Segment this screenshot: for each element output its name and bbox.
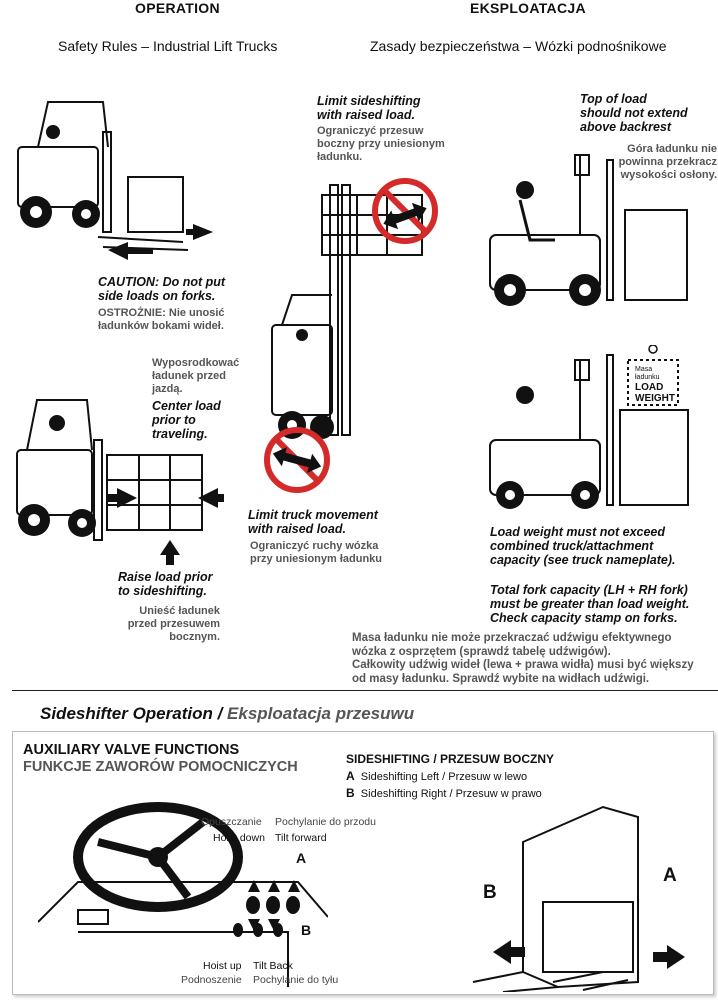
hoist-down-pl-label: Opuszczanie (201, 816, 262, 828)
sideshift-item-a: A Sideshifting Left / Przesuw w lewo (346, 769, 527, 783)
load-weight-pl-line-4: od masy ładunku. Sprawdź wybite na widła… (352, 672, 650, 685)
load-weight-line-3: capacity (see truck nameplate). (490, 553, 676, 567)
prohibit-truck-movement-icon (264, 427, 330, 493)
sideshifter-title-en: Sideshifter Operation (40, 704, 213, 723)
fork-capacity-line-3: Check capacity stamp on forks. (490, 611, 678, 625)
aux-title-en: AUXILIARY VALVE FUNCTIONS (23, 742, 240, 758)
sideshift-item-a-text: Sideshifting Left / Przesuw w lewo (360, 771, 528, 783)
center-load-line-3: traveling. (152, 427, 208, 441)
load-weight-pl-line-3: Całkowity udźwig wideł (lewa + prawa wid… (352, 659, 694, 671)
limit-sideshifting-heading: Limit sideshifting with raised load. (317, 94, 420, 122)
center-load-line-1: Center load (152, 399, 221, 413)
top-of-load-line-2: should not extend (580, 106, 688, 120)
limit-movement-pl-1: Ograniczyć ruchy wózka (250, 540, 379, 552)
limit-movement-line-1: Limit truck movement (248, 508, 378, 522)
side-loads-pl-line-1: OSTROŻNIE: Nie unosić (98, 307, 225, 319)
load-weight-line-1: Load weight must not exceed (490, 525, 666, 539)
prohibit-sideshift-icon (372, 178, 438, 244)
auxiliary-valve-panel: AUXILIARY VALVE FUNCTIONS FUNKCJE ZAWORÓ… (12, 731, 714, 995)
center-load-line-2: prior to (152, 413, 196, 427)
tilt-back-label: Tilt Back (253, 960, 293, 972)
forklift-center-load-illustration (16, 399, 224, 565)
load-weight-en-1: LOAD (635, 382, 664, 393)
hoist-down-label: Hoist down (213, 832, 265, 844)
control-label-a: A (296, 850, 307, 866)
limit-movement-line-2: with raised load. (248, 522, 346, 536)
sideshifter-title-slash: / (212, 704, 228, 723)
load-weight-pl-1: Masa (635, 366, 653, 373)
load-weight-line-2: combined truck/attachment (490, 539, 654, 553)
top-of-load-pl: Góra ładunku nie powinna przekracz wysok… (607, 143, 717, 182)
center-load-heading: Center load prior to traveling. (152, 399, 221, 441)
sideshifter-title-pl: Eksploatacja przesuwu (227, 704, 415, 723)
top-of-load-line-1: Top of load (580, 92, 647, 106)
limit-movement-pl-2: przy uniesionym ładunku (250, 553, 383, 565)
aux-title-pl: FUNKCJE ZAWORÓW POMOCNICZYCH (23, 759, 298, 775)
side-loads-caution-pl: OSTROŻNIE: Nie unosić ładunków bokami wi… (98, 307, 225, 333)
hoist-up-label: Hoist up (203, 960, 242, 972)
tilt-forward-label: Tilt forward (275, 832, 327, 844)
side-loads-pl-line-2: ładunków bokami wideł. (98, 320, 224, 332)
forklift-raised-sideshift-illustration (271, 184, 423, 439)
raise-load-line-1: Raise load prior (118, 570, 213, 584)
control-label-b: B (301, 922, 312, 938)
load-weight-pl-line-1: Masa ładunku nie może przekraczać udźwig… (352, 632, 672, 644)
forklift-load-weight-illustration (489, 345, 689, 509)
top-of-load-pl-2: powinna przekracz (618, 156, 717, 168)
section-divider (12, 690, 718, 691)
top-of-load-pl-3: wysokości osłony. (620, 169, 717, 181)
steering-wheel-illustration (38, 802, 328, 987)
raise-load-heading: Raise load prior to sideshifting. (118, 570, 212, 598)
raise-load-pl: Unieść ładunek przed przesuwem bocznym. (100, 605, 220, 644)
center-load-pl-1: Wyposrodkować (152, 357, 240, 369)
side-loads-caution: CAUTION: Do not put side loads on forks. (98, 275, 225, 303)
sideshift-item-b: B Sideshifting Right / Przesuw w prawo (346, 786, 542, 800)
limit-sideshift-line-2: with raised load. (317, 108, 415, 122)
forklift-top-of-load-illustration (489, 154, 688, 306)
raise-load-pl-1: Unieść ładunek (139, 605, 220, 617)
top-of-load-heading: Top of load should not extend above back… (580, 92, 688, 134)
safety-rules-subtitle: Safety Rules – Industrial Lift Trucks (58, 38, 278, 54)
limit-movement-pl: Ograniczyć ruchy wózka przy uniesionym ł… (250, 540, 382, 566)
hoist-up-pl-label: Podnoszenie (181, 974, 242, 986)
limit-sideshift-pl-1: Ograniczyć przesuw (317, 125, 424, 137)
load-weight-pl-line-2: wózka z osprzętem (sprawdź tabelę udźwig… (352, 645, 611, 658)
center-load-pl-3: jazdą. (152, 383, 183, 395)
safety-rules-subtitle-pl: Zasady bezpieczeństwa – Wózki podnośniko… (370, 38, 667, 54)
limit-sideshift-pl-2: boczny przy uniesionym (317, 138, 445, 150)
sideshift-title: SIDESHIFTING / PRZESUW BOCZNY (346, 752, 555, 766)
center-load-pl-2: ładunek przed (152, 370, 226, 382)
fork-capacity-line-1: Total fork capacity (LH + RH fork) (490, 583, 688, 597)
tilt-back-pl-label: Pochylanie do tyłu (253, 974, 339, 986)
limit-sideshift-pl-3: ładunku. (317, 151, 363, 163)
load-weight-en-2: WEIGHT (635, 393, 675, 404)
fork-capacity-rule: Total fork capacity (LH + RH fork) must … (490, 583, 689, 625)
center-load-pl: Wyposrodkować ładunek przed jazdą. (152, 357, 239, 396)
sideshift-item-b-key: B (346, 786, 355, 800)
fork-capacity-line-2: must be greater than load weight. (490, 597, 690, 611)
load-weight-rule-pl: Masa ładunku nie może przekraczać udźwig… (352, 632, 694, 686)
top-of-load-pl-1: Góra ładunku nie (627, 143, 717, 155)
sideshifter-title: Sideshifter Operation / Eksploatacja prz… (40, 704, 414, 724)
side-loads-line-1: CAUTION: Do not put (98, 275, 226, 289)
side-loads-line-2: side loads on forks. (98, 289, 216, 303)
sideshifter-carriage-illustration (472, 805, 685, 992)
raise-load-line-2: to sideshifting. (118, 584, 207, 598)
forklift-side-load-illustration (17, 101, 213, 260)
limit-movement-heading: Limit truck movement with raised load. (248, 508, 378, 536)
carriage-label-a: A (663, 865, 677, 886)
load-weight-rule: Load weight must not exceed combined tru… (490, 525, 676, 567)
limit-sideshifting-pl: Ograniczyć przesuw boczny przy uniesiony… (317, 125, 445, 164)
load-weight-pl-2: ładunku (635, 374, 660, 381)
operation-heading: OPERATION (135, 0, 220, 16)
raise-load-pl-2: przed przesuwem bocznym. (127, 618, 220, 643)
eksploatacja-heading: EKSPLOATACJA (470, 0, 586, 16)
tilt-forward-pl-label: Pochylanie do przodu (275, 816, 376, 828)
top-of-load-line-3: above backrest (580, 120, 672, 134)
sideshift-item-a-key: A (346, 769, 355, 783)
sideshift-item-b-text: Sideshifting Right / Przesuw w prawo (360, 788, 542, 800)
carriage-label-b: B (483, 882, 497, 903)
load-weight-tag: Masa ładunku LOAD WEIGHT (635, 366, 675, 404)
limit-sideshift-line-1: Limit sideshifting (317, 94, 421, 108)
